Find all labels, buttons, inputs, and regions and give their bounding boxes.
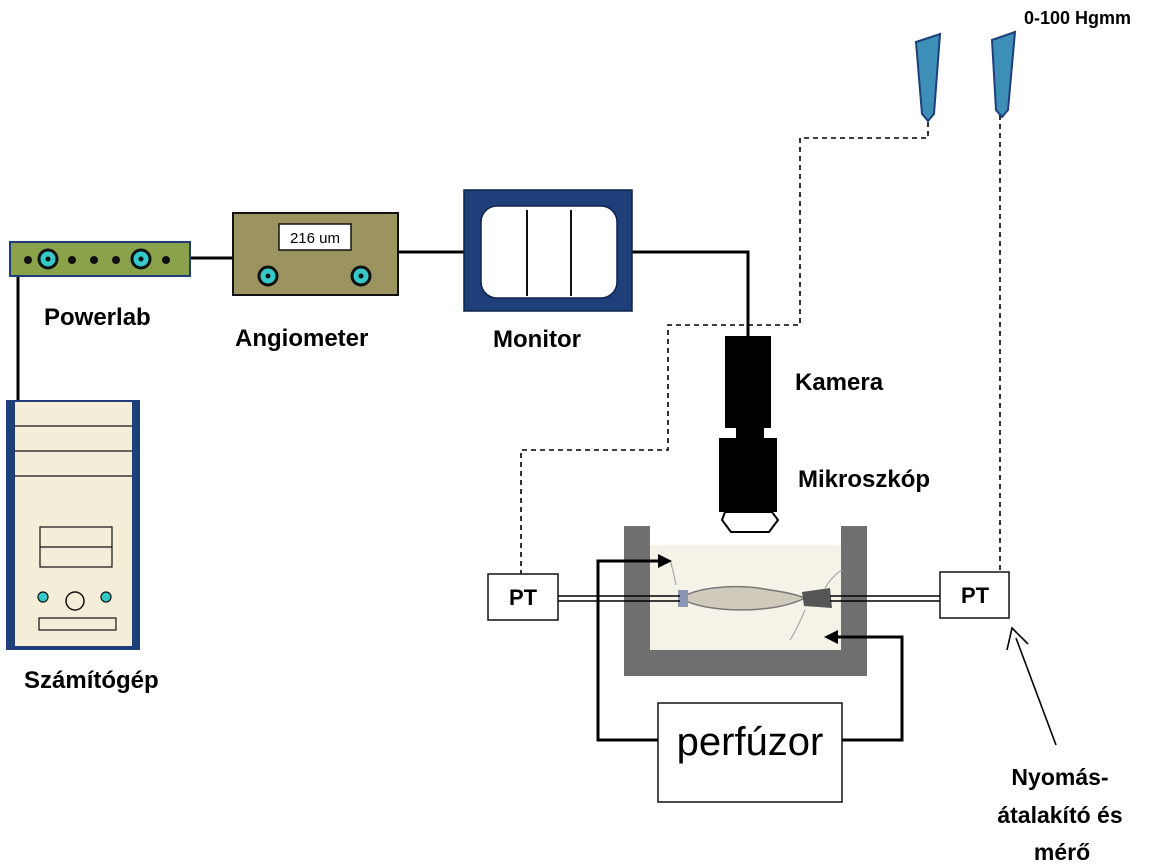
- angiometer-label: Angiometer: [235, 325, 368, 352]
- angiometer-device: 216 um: [232, 212, 399, 296]
- cannula-tubes: [558, 595, 940, 602]
- monitor-label: Monitor: [493, 326, 581, 353]
- microscope-icon: [719, 438, 780, 533]
- monitor-device: [463, 189, 633, 312]
- angiometer-display-value: 216 um: [290, 230, 340, 247]
- perfusion-loop: [596, 559, 904, 742]
- kamera-label: Kamera: [795, 369, 884, 396]
- computer-tower-icon: [6, 400, 140, 650]
- angiometer-display: [278, 223, 352, 251]
- pressure-range-label: 0-100 Hgmm: [1024, 8, 1131, 28]
- szamitogep-label: Számítógép: [24, 667, 159, 694]
- transducer-label-line3: mérő: [1034, 839, 1090, 865]
- reservoir-left: [914, 32, 942, 123]
- mikroszkop-label: Mikroszkóp: [798, 466, 930, 493]
- organ-chamber: [624, 526, 867, 676]
- perfuzor-box: perfúzor: [657, 702, 843, 803]
- perfuzor-label: perfúzor: [677, 720, 824, 764]
- vessel-segment: [669, 559, 843, 641]
- pt-left-box: PT: [487, 573, 559, 621]
- camera-icon: [725, 336, 771, 438]
- powerlab-label: Powerlab: [44, 304, 151, 331]
- signal-wires: [16, 250, 750, 400]
- perfusion-outflow: [596, 559, 660, 742]
- pt-left-label: PT: [509, 585, 538, 610]
- reservoir-right: [990, 30, 1017, 119]
- pt-right-box: PT: [939, 571, 1010, 619]
- transducer-label-line2: átalakító és: [997, 802, 1122, 828]
- transducer-label-line1: Nyomás-: [1011, 764, 1108, 790]
- wire-monitor-camera: [632, 250, 750, 340]
- pressure-reservoir-icon: [914, 30, 1017, 123]
- pt-right-label: PT: [961, 583, 990, 608]
- pressure-lines: [520, 115, 1001, 574]
- powerlab-device: [9, 241, 191, 277]
- powerlab-ports: [24, 248, 170, 270]
- flow-arrowheads: [658, 554, 838, 644]
- transducer-pointer-arrow: [1006, 626, 1057, 746]
- pressure-line-left: [520, 122, 929, 574]
- perfusion-inflow: [830, 635, 904, 742]
